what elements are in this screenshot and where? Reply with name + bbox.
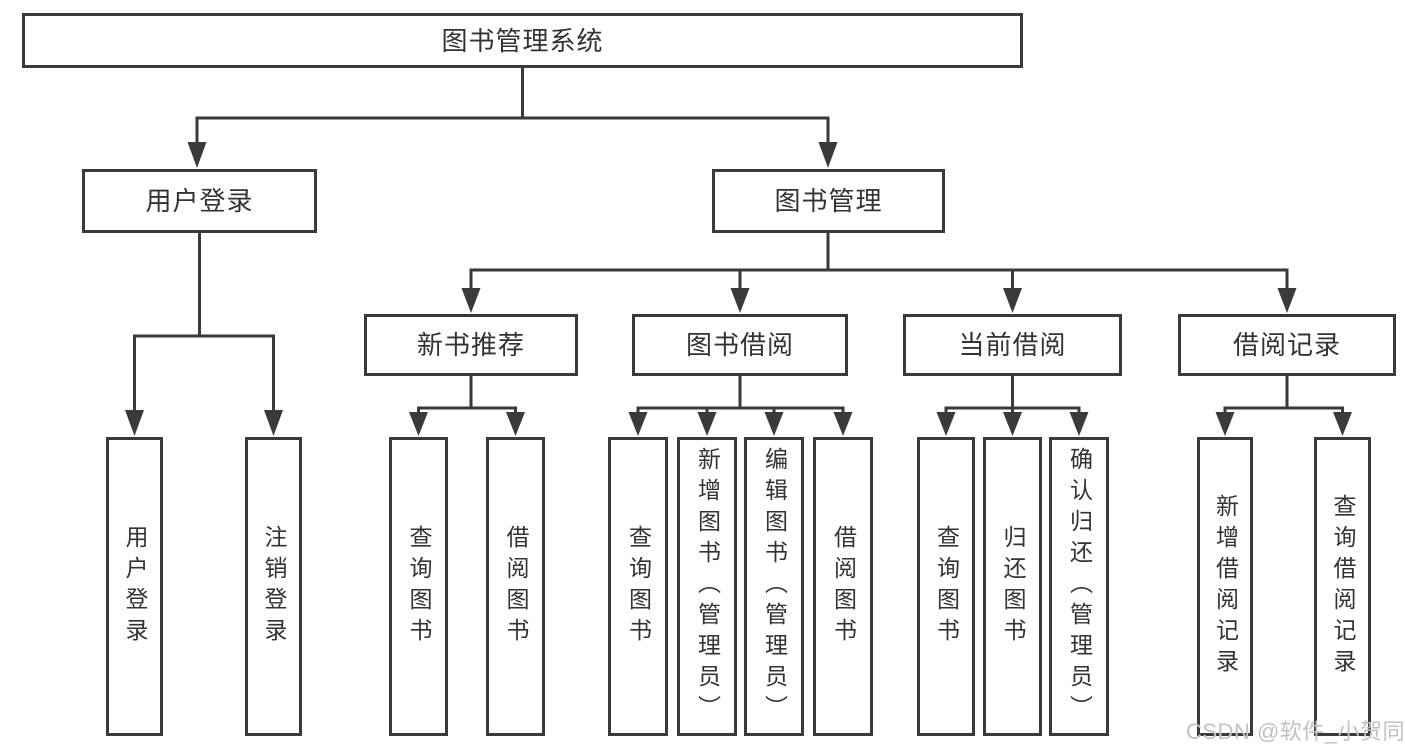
node-new-book-recommend: 新书推荐 <box>364 314 578 376</box>
leaf-user-login: 用户登录 <box>106 437 163 736</box>
arrowhead <box>264 410 283 436</box>
edge-borrowing-records-to-leaves <box>1215 374 1352 436</box>
leaf-cb-return-books: 归还图书 <box>983 437 1042 736</box>
leaf-br-query-record: 查询借阅记录 <box>1314 437 1371 736</box>
leaf-bb-edit-books-admin: 编辑图书（管理员） <box>744 437 804 736</box>
arrowhead <box>1333 412 1352 436</box>
leaf-bb-borrow-books: 借阅图书 <box>813 437 873 736</box>
arrowhead <box>506 412 525 436</box>
arrowhead <box>818 142 838 168</box>
leaf-cb-confirm-return-admin: 确认归还（管理员） <box>1049 437 1109 736</box>
leaf-nbr-borrow-books: 借阅图书 <box>486 437 545 736</box>
node-user-login-group: 用户登录 <box>82 169 317 233</box>
node-root: 图书管理系统 <box>22 13 1023 68</box>
edge-user-login-to-leaves <box>125 231 283 436</box>
watermark: CSDN @软件_小贺同学 <box>1186 719 1405 744</box>
leaf-bb-query-books: 查询图书 <box>608 437 668 736</box>
arrowhead <box>187 142 207 168</box>
leaf-br-add-record: 新增借阅记录 <box>1197 437 1253 736</box>
arrowhead <box>764 412 784 436</box>
arrowhead <box>1003 288 1022 313</box>
edge-current-borrowing-to-leaves <box>936 374 1089 436</box>
node-book-borrowing: 图书借阅 <box>632 314 848 376</box>
arrowhead <box>125 410 144 436</box>
node-borrowing-records: 借阅记录 <box>1178 314 1396 376</box>
edge-book-management-to-groups <box>461 231 1297 313</box>
edge-book-borrowing-to-leaves <box>628 374 853 436</box>
node-book-management: 图书管理 <box>712 169 945 233</box>
leaf-nbr-query-books: 查询图书 <box>389 437 448 736</box>
leaf-logout: 注销登录 <box>245 437 302 736</box>
arrowhead <box>628 412 648 436</box>
arrowhead <box>1277 288 1297 313</box>
arrowhead <box>730 288 750 313</box>
arrowhead <box>936 412 956 436</box>
arrowhead <box>1215 412 1235 436</box>
edge-new-book-recommend-to-leaves <box>409 374 525 436</box>
leaf-bb-add-books-admin: 新增图书（管理员） <box>677 437 737 736</box>
edge-root-to-branches <box>187 66 838 168</box>
arrowhead <box>1069 412 1089 436</box>
arrowhead <box>697 412 717 436</box>
arrowhead <box>461 288 481 313</box>
node-current-borrowing: 当前借阅 <box>903 314 1122 376</box>
arrowhead <box>833 412 853 436</box>
arrowhead <box>409 412 428 436</box>
leaf-cb-query-books: 查询图书 <box>917 437 975 736</box>
arrowhead <box>1003 412 1022 436</box>
